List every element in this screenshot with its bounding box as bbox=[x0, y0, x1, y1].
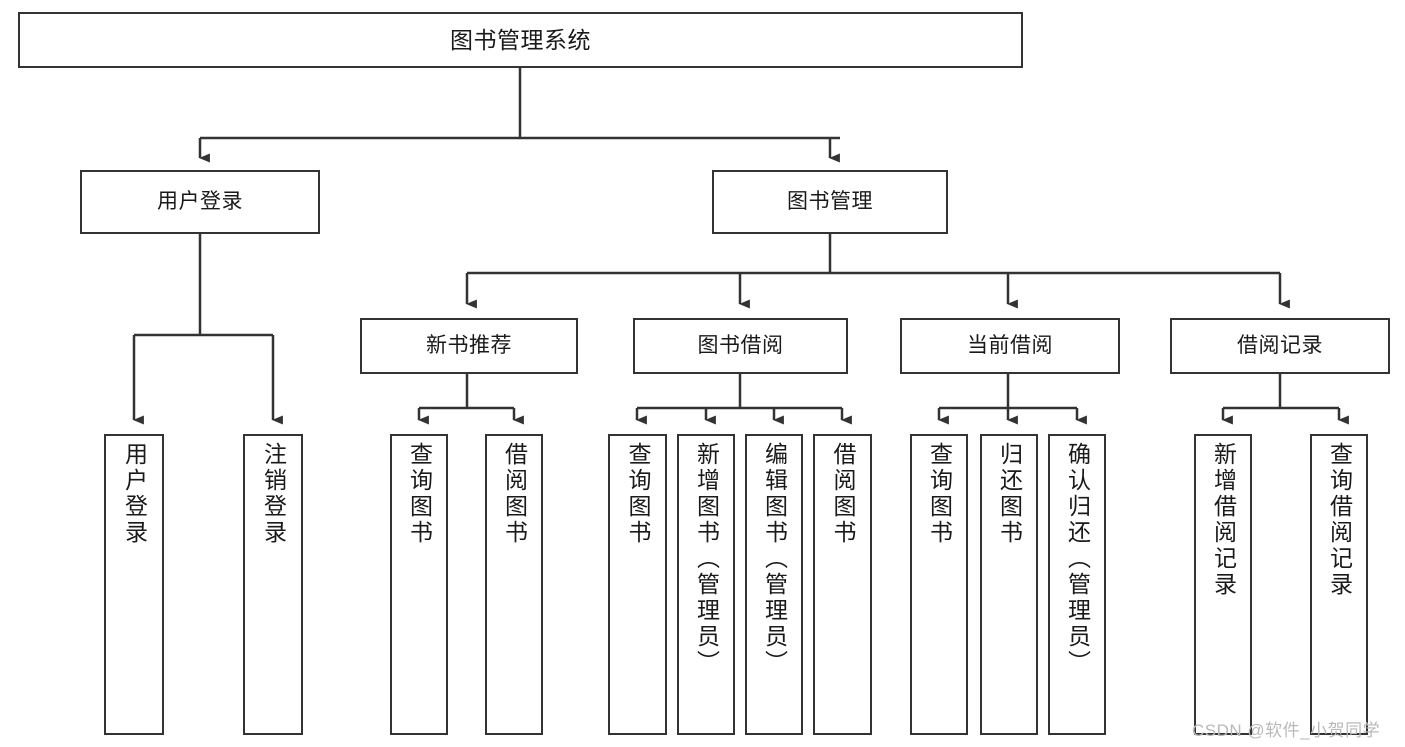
leaf-query-book-borrow[interactable]: 查询图书 bbox=[608, 434, 667, 735]
leaf-edit-book-admin[interactable]: 编辑图书（管理员） bbox=[745, 434, 803, 735]
node-label: 查询借阅记录 bbox=[1326, 442, 1353, 598]
node-label: 查询图书 bbox=[625, 442, 651, 546]
node-label: 图书借阅 bbox=[697, 333, 784, 357]
node-book-borrow[interactable]: 图书借阅 bbox=[633, 318, 848, 374]
node-current-borrow[interactable]: 当前借阅 bbox=[900, 318, 1120, 374]
node-new-book-recommend[interactable]: 新书推荐 bbox=[360, 318, 578, 374]
node-label: 借阅记录 bbox=[1237, 333, 1323, 357]
node-label: 用户登录 bbox=[121, 442, 148, 546]
node-label: 新书推荐 bbox=[426, 333, 512, 357]
node-label: 查询图书 bbox=[926, 442, 953, 546]
node-label: 用户登录 bbox=[157, 189, 243, 213]
leaf-add-book-admin[interactable]: 新增图书（管理员） bbox=[677, 434, 735, 735]
node-label: 归还图书 bbox=[996, 442, 1023, 546]
node-borrow-record[interactable]: 借阅记录 bbox=[1170, 318, 1390, 374]
node-label: 查询图书 bbox=[406, 442, 433, 546]
node-label: 图书管理 bbox=[787, 189, 873, 213]
leaf-query-book-current[interactable]: 查询图书 bbox=[910, 434, 968, 735]
node-label: 图书管理系统 bbox=[450, 26, 591, 53]
node-label: 确认归还（管理员） bbox=[1064, 442, 1091, 676]
leaf-query-book-recommend[interactable]: 查询图书 bbox=[390, 434, 448, 735]
leaf-logout[interactable]: 注销登录 bbox=[243, 434, 303, 735]
leaf-borrow-book-recommend[interactable]: 借阅图书 bbox=[485, 434, 543, 735]
node-user-login[interactable]: 用户登录 bbox=[80, 170, 320, 234]
node-label: 借阅图书 bbox=[501, 442, 528, 546]
node-label: 借阅图书 bbox=[830, 442, 856, 546]
leaf-confirm-return-admin[interactable]: 确认归还（管理员） bbox=[1048, 434, 1106, 735]
leaf-return-book[interactable]: 归还图书 bbox=[980, 434, 1038, 735]
leaf-borrow-book[interactable]: 借阅图书 bbox=[813, 434, 872, 735]
leaf-query-borrow-record[interactable]: 查询借阅记录 bbox=[1310, 434, 1368, 735]
node-label: 新增借阅记录 bbox=[1210, 442, 1237, 598]
leaf-user-login[interactable]: 用户登录 bbox=[104, 434, 164, 735]
node-label: 编辑图书（管理员） bbox=[761, 442, 788, 676]
leaf-add-borrow-record[interactable]: 新增借阅记录 bbox=[1194, 434, 1252, 735]
node-label: 注销登录 bbox=[260, 442, 287, 546]
node-label: 新增图书（管理员） bbox=[693, 442, 720, 676]
csdn-watermark: CSDN @软件_小贺同学 bbox=[1192, 721, 1381, 740]
node-root-system[interactable]: 图书管理系统 bbox=[18, 12, 1023, 68]
node-label: 当前借阅 bbox=[967, 333, 1053, 357]
node-book-manage[interactable]: 图书管理 bbox=[712, 170, 948, 234]
